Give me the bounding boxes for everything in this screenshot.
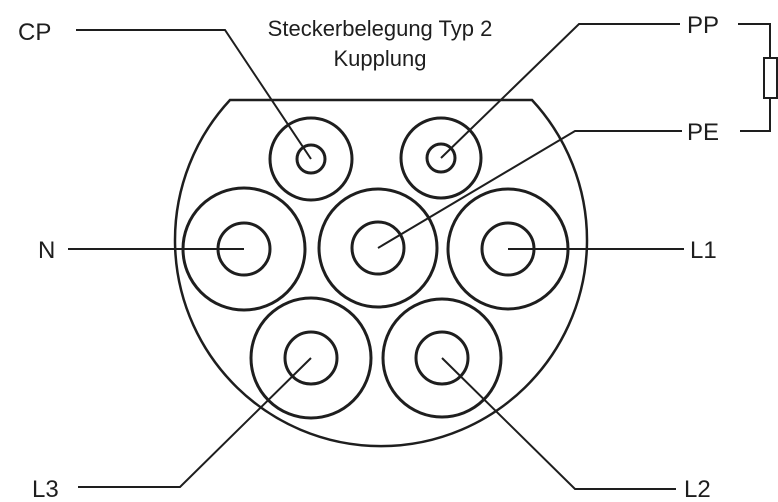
pin-l3 (249, 296, 373, 420)
leader-line-l2 (441, 357, 676, 490)
label-cp: CP (18, 19, 51, 46)
pin-cp (268, 116, 354, 202)
resistor-body (763, 57, 778, 99)
pin-pp (399, 116, 483, 200)
leader-line-l3 (78, 357, 312, 488)
label-pe: PE (687, 119, 719, 146)
pin-cp-contact (295, 143, 327, 175)
title-line-2: Kupplung (334, 46, 427, 71)
connector-outline (173, 98, 589, 448)
pin-pp-contact (425, 142, 457, 174)
pp-pe-resistor (738, 23, 778, 132)
pin-pe-contact (350, 220, 406, 276)
resistor-wire (738, 23, 771, 58)
pin-l2-outer-ring (381, 297, 503, 419)
label-n: N (38, 237, 55, 264)
label-l2: L2 (684, 476, 711, 502)
leader-line-pp (440, 23, 680, 159)
pin-l2 (381, 297, 503, 419)
leader-line-pe (377, 130, 682, 249)
leader-line-cp (76, 29, 312, 160)
label-l3: L3 (32, 476, 59, 502)
title-line-1: Steckerbelegung Typ 2 (268, 16, 493, 41)
pin-pe (317, 187, 439, 309)
label-pp: PP (687, 12, 719, 39)
pin-l2-contact (414, 330, 470, 386)
pin-cp-outer-ring (268, 116, 354, 202)
resistor-wire-return (740, 98, 771, 132)
pin-l3-contact (283, 330, 339, 386)
pin-pe-outer-ring (317, 187, 439, 309)
pin-l3-outer-ring (249, 296, 373, 420)
pin-pp-outer-ring (399, 116, 483, 200)
label-l1: L1 (690, 237, 717, 264)
